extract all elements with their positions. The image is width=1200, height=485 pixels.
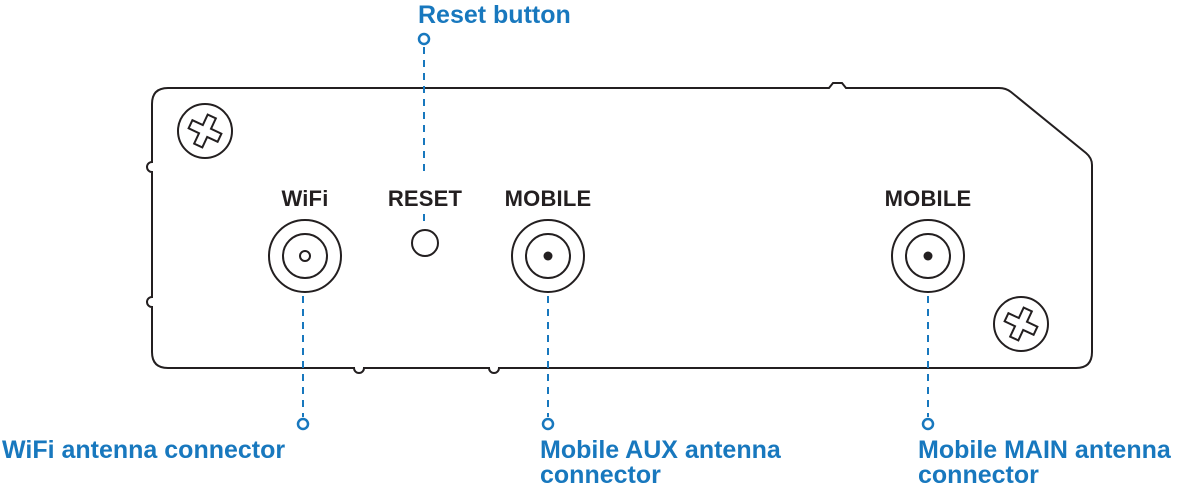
- mobile-main-antenna-connector-icon: [891, 219, 965, 293]
- mobile-aux-callout-dot-icon: [541, 417, 555, 431]
- panel-labels: WiFi RESET MOBILE MOBILE: [281, 186, 971, 211]
- mobile-main-panel-label: MOBILE: [885, 186, 972, 211]
- wifi-callout-dot-icon: [296, 417, 310, 431]
- wifi-callout-label: WiFi antenna connector: [2, 436, 285, 464]
- reset-callout-dot-icon: [417, 32, 431, 46]
- mobile-aux-callout-label-line2: connector: [540, 461, 661, 485]
- screw-top-left-icon: [177, 103, 233, 159]
- callout-labels: Reset button WiFi antenna connector Mobi…: [2, 1, 1172, 485]
- screw-bottom-right-icon: [993, 296, 1049, 352]
- mobile-aux-antenna-connector-icon: [511, 219, 585, 293]
- reset-button-icon: [411, 229, 439, 257]
- mobile-main-callout-dot-icon: [921, 417, 935, 431]
- reset-callout-label: Reset button: [418, 1, 571, 29]
- panel-outline: [146, 82, 1093, 374]
- mobile-aux-panel-label: MOBILE: [505, 186, 592, 211]
- wifi-panel-label: WiFi: [281, 186, 328, 211]
- callout-leaders: [296, 32, 935, 431]
- reset-panel-label: RESET: [388, 186, 463, 211]
- mobile-main-callout-label-line1: Mobile MAIN antenna: [918, 436, 1172, 464]
- mobile-aux-callout-label-line1: Mobile AUX antenna: [540, 436, 782, 464]
- panel-artwork: [146, 82, 1093, 374]
- mobile-main-callout-label-line2: connector: [918, 461, 1039, 485]
- wifi-antenna-connector-icon: [268, 219, 342, 293]
